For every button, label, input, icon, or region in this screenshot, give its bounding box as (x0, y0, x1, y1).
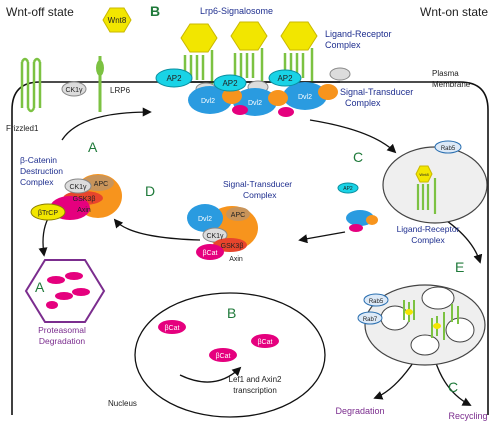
ap2-label-1: AP2 (166, 74, 182, 83)
plasma-membrane-label-1: Plasma (432, 69, 459, 78)
signalosome-title: Lrp6-Signalosome (200, 6, 273, 16)
bcat-nuclear: βCat βCat βCat (158, 320, 279, 362)
lrp6-receptor (96, 56, 104, 112)
destruction-complex: APC CK1γ GSK3β Axin βTrCP (30, 174, 122, 221)
step-C-label-1: C (353, 149, 363, 165)
ck1-label-1: CK1γ (69, 184, 87, 191)
step-B-label-2: B (227, 305, 236, 321)
dvl2-label-3: Dvl2 (298, 94, 312, 101)
transcription-label-2: transcription (233, 386, 277, 395)
dvl2-label-d: Dvl2 (198, 216, 212, 223)
proteasome-label-1: Proteasomal (38, 325, 86, 335)
lrp6-label: LRP6 (110, 86, 131, 95)
bcat-label-n2: βCat (258, 339, 273, 346)
proteasome-label-2: Degradation (39, 336, 86, 346)
ck1-label-d: CK1γ (206, 233, 224, 240)
svg-text:Rab5: Rab5 (369, 299, 384, 305)
dvl2-label-2: Dvl2 (248, 100, 262, 107)
wnt-label-endosome: Wnt8 (419, 172, 429, 177)
step-D-label: D (145, 183, 155, 199)
wnt8-ligand: Wnt8 (102, 7, 132, 33)
endosome-label-2: Complex (411, 235, 445, 245)
destruction-complex-label-3: Complex (20, 177, 54, 187)
svg-text:CK1γ: CK1γ (65, 87, 83, 94)
ap2-label-3: AP2 (277, 74, 293, 83)
step-E-label: E (455, 259, 464, 275)
rab7-badge: Rab7 (357, 311, 383, 325)
gsk3b-label-d: GSK3β (221, 243, 244, 250)
endosome: Wnt8 (382, 146, 488, 224)
step-C-label-2: C (448, 379, 458, 395)
nucleus-label: Nucleus (108, 399, 137, 408)
proteasome (24, 259, 106, 323)
svg-text:Wnt8: Wnt8 (108, 16, 127, 25)
transducer-d-label-1: Signal-Transducer (223, 179, 292, 189)
apc-label-d: APC (231, 212, 245, 219)
step-B-label: B (150, 3, 160, 19)
axin-label-d: Axin (229, 256, 243, 263)
signalosome-transducer-label-1: Signal-Transducer (340, 87, 413, 97)
endosome-label-1: Ligand-Receptor (397, 224, 460, 234)
gsk3b-label-1: GSK3β (73, 196, 96, 203)
apc-label-1: APC (94, 181, 108, 188)
bcat-label-n1: βCat (165, 325, 180, 332)
dvl2-label-1: Dvl2 (201, 98, 215, 105)
rab5-badge-mvb: Rab5 (363, 293, 389, 307)
signalosome-ligand-receptor-label-1: Ligand-Receptor (325, 29, 392, 39)
destruction-complex-label-1: β-Catenin (20, 155, 57, 165)
frizzled-receptor (20, 57, 42, 113)
signalosome-ligand-receptor-label-2: Complex (325, 40, 361, 50)
ck1-membrane: CK1γ (61, 81, 87, 97)
multivesicular-body (364, 284, 486, 366)
bcat-label-d: βCat (203, 250, 218, 257)
dissociating-complex: AP2 (337, 182, 378, 232)
signalosome-transducer-label-2: Complex (345, 98, 381, 108)
signal-transducer-complex: Dvl2 CK1γ APC GSK3β βCat Axin (187, 204, 258, 263)
wnt-on-state-title: Wnt-on state (420, 5, 488, 19)
transducer-d-label-2: Complex (243, 190, 277, 200)
transcription-label-1: Lef1 and Axin2 (229, 375, 282, 384)
lrp6-signalosome: AP2 AP2 AP2 Dvl2 Dvl2 Dvl2 (155, 21, 351, 117)
plasma-membrane-label-2: Membrane (432, 80, 471, 89)
recycling-label: Recycling (448, 411, 487, 421)
destruction-complex-label-2: Destruction (20, 166, 63, 176)
step-A-label-1: A (88, 139, 98, 155)
rab5-badge: Rab5 (434, 140, 462, 154)
svg-text:Rab7: Rab7 (363, 317, 378, 323)
step-A-label-2: A (35, 279, 45, 295)
svg-text:Rab5: Rab5 (441, 146, 456, 152)
degradation-label: Degradation (335, 406, 384, 416)
ap2-label-2: AP2 (222, 79, 238, 88)
wnt-off-state-title: Wnt-off state (6, 5, 74, 19)
btrcp-label: βTrCP (38, 210, 58, 217)
axin-label-1: Axin (77, 207, 91, 214)
ap2-label-small: AP2 (343, 186, 353, 192)
nucleus (134, 292, 326, 418)
frizzled-label: Frizzled1 (6, 124, 39, 133)
bcat-label-n3: βCat (216, 353, 231, 360)
